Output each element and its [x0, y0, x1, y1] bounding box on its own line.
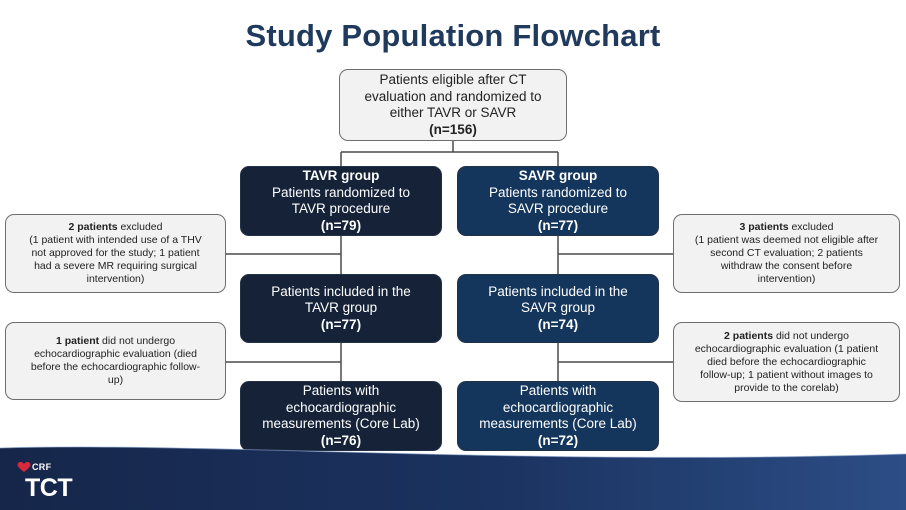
tavr-echo-line-3: measurements (Core Lab): [262, 416, 420, 431]
page-title: Study Population Flowchart: [245, 18, 661, 53]
savr-included-box: Patients included in the SAVR group (n=7…: [457, 274, 659, 343]
savr-no-echo-line-4: follow-up; 1 patient without images to: [700, 368, 873, 381]
savr-no-echo-line-3: died before the echocardiographic: [707, 355, 866, 368]
tavr-group-line-2: TAVR procedure: [291, 201, 391, 216]
tavr-echo-line-2: echocardiographic: [285, 399, 397, 415]
tavr-excluded-line-5: intervention): [86, 273, 145, 285]
savr-excluded-label: excluded: [788, 221, 834, 233]
tavr-included-count: (n=77): [320, 316, 362, 332]
savr-included-line-2: SAVR group: [520, 300, 596, 316]
tavr-group-heading: TAVR group: [302, 168, 380, 183]
savr-included-count: (n=74): [537, 316, 579, 332]
tavr-excluded-box: 2 patients excluded (1 patient with inte…: [5, 214, 226, 293]
tct-logo-text: TCT: [25, 474, 73, 502]
tavr-no-echo-label: did not undergo: [99, 335, 176, 347]
savr-no-echo-label: did not undergo: [773, 329, 849, 342]
tct-logo: CRF TCT: [14, 462, 94, 506]
eligible-patients-box: Patients eligible after CT evaluation an…: [339, 69, 567, 141]
heart-icon: [17, 462, 31, 473]
tavr-group-line-1: Patients randomized to: [271, 184, 411, 200]
tavr-no-echo-count: 1 patient: [55, 335, 100, 347]
savr-excluded-line-3: second CT evaluation; 2 patients: [710, 247, 863, 259]
savr-group-line-2: SAVR procedure: [507, 201, 609, 216]
savr-included-line-1: Patients included in the: [488, 283, 628, 299]
tavr-excluded-count: 2 patients: [68, 221, 118, 233]
eligible-line-1: Patients eligible after CT: [379, 72, 527, 87]
crf-logo-text: CRF: [32, 462, 52, 472]
eligible-line-2: evaluation and randomized to: [364, 88, 542, 104]
tavr-echo-box: Patients with echocardiographic measurem…: [240, 381, 442, 451]
tavr-excluded-label: excluded: [117, 221, 163, 233]
eligible-count: (n=156): [429, 121, 477, 137]
savr-excluded-line-2: (1 patient was deemed not eligible after: [694, 234, 879, 246]
footer-wave: [0, 446, 906, 510]
savr-echo-line-1: Patients with: [519, 383, 597, 398]
tavr-no-echo-box: 1 patient did not undergo echocardiograp…: [5, 322, 226, 400]
savr-no-echo-line-2: echocardiographic evaluation (1 patient: [694, 342, 879, 355]
savr-group-line-1: Patients randomized to: [488, 184, 628, 200]
eligible-line-3: either TAVR or SAVR: [389, 105, 517, 120]
savr-echo-box: Patients with echocardiographic measurem…: [457, 381, 659, 451]
savr-group-box: SAVR group Patients randomized to SAVR p…: [457, 166, 659, 236]
tavr-no-echo-line-3: before the echocardiographic follow-: [30, 361, 201, 373]
savr-excluded-count: 3 patients: [739, 221, 789, 233]
savr-echo-line-2: echocardiographic: [502, 399, 614, 415]
tavr-group-box: TAVR group Patients randomized to TAVR p…: [240, 166, 442, 236]
tavr-included-line-1: Patients included in the: [271, 283, 411, 299]
savr-excluded-box: 3 patients excluded (1 patient was deeme…: [673, 214, 900, 293]
savr-group-heading: SAVR group: [518, 168, 598, 183]
tavr-excluded-line-4: had a severe MR requiring surgical: [34, 260, 197, 272]
tavr-excluded-line-1: 2 patients excluded: [69, 221, 163, 234]
savr-no-echo-line-5: provide to the corelab): [734, 381, 839, 394]
savr-echo-line-3: measurements (Core Lab): [479, 416, 637, 431]
tavr-echo-count: (n=76): [320, 432, 362, 448]
tavr-included-line-2: TAVR group: [304, 300, 378, 316]
savr-excluded-line-4: withdraw the consent before: [720, 260, 853, 272]
tavr-no-echo-line-1: 1 patient did not undergo: [56, 335, 175, 348]
tavr-no-echo-line-2: echocardiographic evaluation (died: [34, 348, 197, 360]
savr-excluded-line-5: intervention): [757, 273, 816, 285]
savr-echo-count: (n=72): [537, 432, 579, 448]
tavr-excluded-line-2: (1 patient with intended use of a THV: [29, 234, 202, 246]
tavr-included-box: Patients included in the TAVR group (n=7…: [240, 274, 442, 343]
tavr-no-echo-line-4: up): [107, 374, 124, 386]
savr-excluded-line-1: 3 patients excluded: [740, 221, 834, 234]
tavr-echo-line-1: Patients with: [302, 383, 380, 398]
savr-group-count: (n=77): [537, 217, 579, 233]
tavr-excluded-line-3: not approved for the study; 1 patient: [31, 247, 200, 259]
savr-no-echo-line-1: 2 patients did not undergo: [724, 330, 849, 343]
tavr-group-count: (n=79): [320, 217, 362, 233]
savr-no-echo-box: 2 patients did not undergo echocardiogra…: [673, 322, 900, 402]
savr-no-echo-count: 2 patients: [724, 329, 774, 342]
